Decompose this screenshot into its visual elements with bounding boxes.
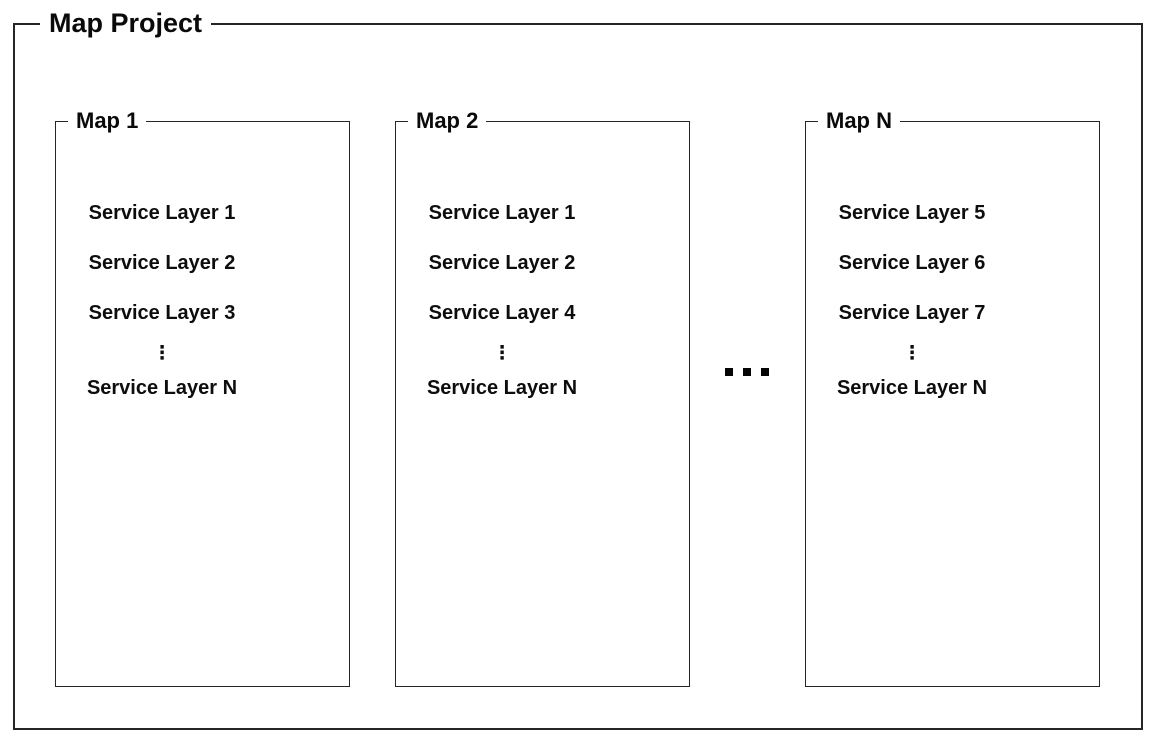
service-layer-item: Service Layer 4 bbox=[428, 301, 576, 324]
service-layer-list: Service Layer 5 Service Layer 6 Service … bbox=[806, 188, 1018, 408]
service-layer-item: Service Layer N bbox=[836, 376, 988, 399]
service-layer-list: Service Layer 1 Service Layer 2 Service … bbox=[396, 188, 608, 408]
service-layer-item: Service Layer 1 bbox=[88, 201, 236, 224]
vertical-ellipsis: ⋮ bbox=[902, 342, 922, 364]
vertical-ellipsis: ⋮ bbox=[152, 342, 172, 364]
map-box-n: Map N Service Layer 5 Service Layer 6 Se… bbox=[805, 108, 1100, 687]
map-title: Map 2 bbox=[416, 108, 479, 133]
map-box-1: Map 1 Service Layer 1 Service Layer 2 Se… bbox=[55, 108, 350, 687]
service-layer-item: Service Layer N bbox=[426, 376, 578, 399]
map-box-2: Map 2 Service Layer 1 Service Layer 2 Se… bbox=[395, 108, 690, 687]
service-layer-item: Service Layer 5 bbox=[838, 201, 986, 224]
map-title: Map N bbox=[826, 108, 892, 133]
service-layer-item: Service Layer 7 bbox=[838, 301, 986, 324]
service-layer-list: Service Layer 1 Service Layer 2 Service … bbox=[56, 188, 268, 408]
ellipsis-square bbox=[761, 368, 769, 376]
service-layer-item: Service Layer 2 bbox=[88, 251, 236, 274]
map-project-frame: Map Project bbox=[13, 8, 1143, 730]
ellipsis-square bbox=[743, 368, 751, 376]
map-project-title: Map Project bbox=[49, 8, 203, 38]
service-layer-item: Service Layer 6 bbox=[838, 251, 986, 274]
service-layer-item: Service Layer 1 bbox=[428, 201, 576, 224]
more-maps-ellipsis-icon bbox=[725, 368, 769, 376]
map-title: Map 1 bbox=[76, 108, 139, 133]
vertical-ellipsis: ⋮ bbox=[492, 342, 512, 364]
service-layer-item: Service Layer N bbox=[86, 376, 238, 399]
service-layer-item: Service Layer 3 bbox=[88, 301, 236, 324]
service-layer-item: Service Layer 2 bbox=[428, 251, 576, 274]
ellipsis-square bbox=[725, 368, 733, 376]
